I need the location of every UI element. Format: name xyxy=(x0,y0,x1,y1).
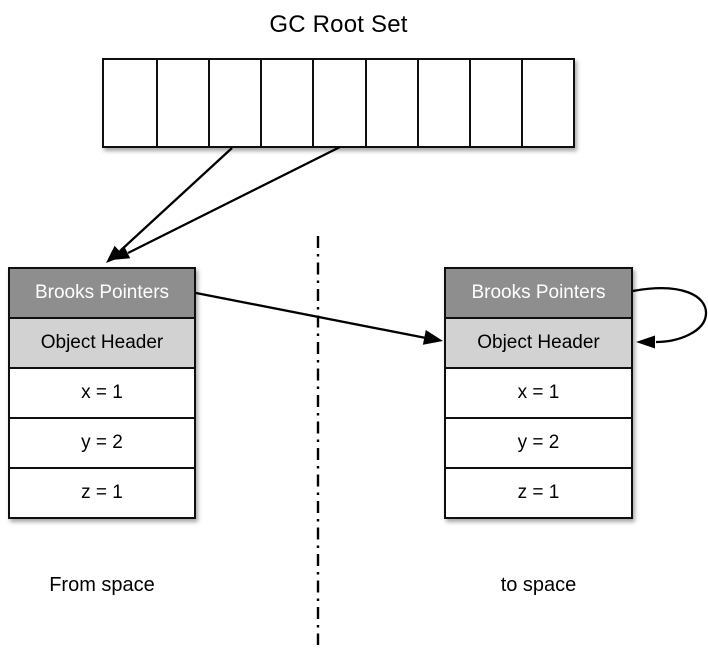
root-pointer-arrow-2 xyxy=(127,145,341,255)
from-object-row-object-header: Object Header xyxy=(10,317,194,367)
from-object-row-field-x: x = 1 xyxy=(10,367,194,417)
from-object-row-field-y: y = 2 xyxy=(10,417,194,467)
gc-root-cell-3 xyxy=(208,60,261,146)
gc-root-cell-8 xyxy=(468,60,521,146)
root-pointer-arrow-2-head xyxy=(111,245,131,260)
forwarding-arrow xyxy=(195,291,427,340)
gc-root-cell-5 xyxy=(312,60,365,146)
self-loop-arrow-head xyxy=(636,335,655,349)
to-object-row-brooks-pointers: Brooks Pointers xyxy=(446,269,631,317)
root-pointer-arrow-1-head xyxy=(106,245,124,263)
to-object-row-field-z: z = 1 xyxy=(446,467,631,517)
to-object-row-field-x: x = 1 xyxy=(446,367,631,417)
to-space-label: to space xyxy=(500,574,577,596)
from-object-row-field-z: z = 1 xyxy=(10,467,194,517)
gc-root-cell-7 xyxy=(416,60,469,146)
gc-root-cell-9 xyxy=(520,60,573,146)
diagram-title: GC Root Set xyxy=(269,11,408,38)
gc-root-set xyxy=(102,58,575,148)
from-object-row-brooks-pointers: Brooks Pointers xyxy=(10,269,194,317)
gc-root-cell-4 xyxy=(260,60,313,146)
gc-root-cell-2 xyxy=(156,60,209,146)
to-object-row-field-y: y = 2 xyxy=(446,417,631,467)
gc-root-cell-6 xyxy=(364,60,417,146)
self-loop-arrow xyxy=(632,287,708,344)
forwarding-arrow-head xyxy=(422,330,443,345)
to-object-row-object-header: Object Header xyxy=(446,317,631,367)
from-space-label: From space xyxy=(49,574,155,596)
gc-root-cell-1 xyxy=(104,60,157,146)
root-pointer-arrow-1 xyxy=(119,147,233,252)
